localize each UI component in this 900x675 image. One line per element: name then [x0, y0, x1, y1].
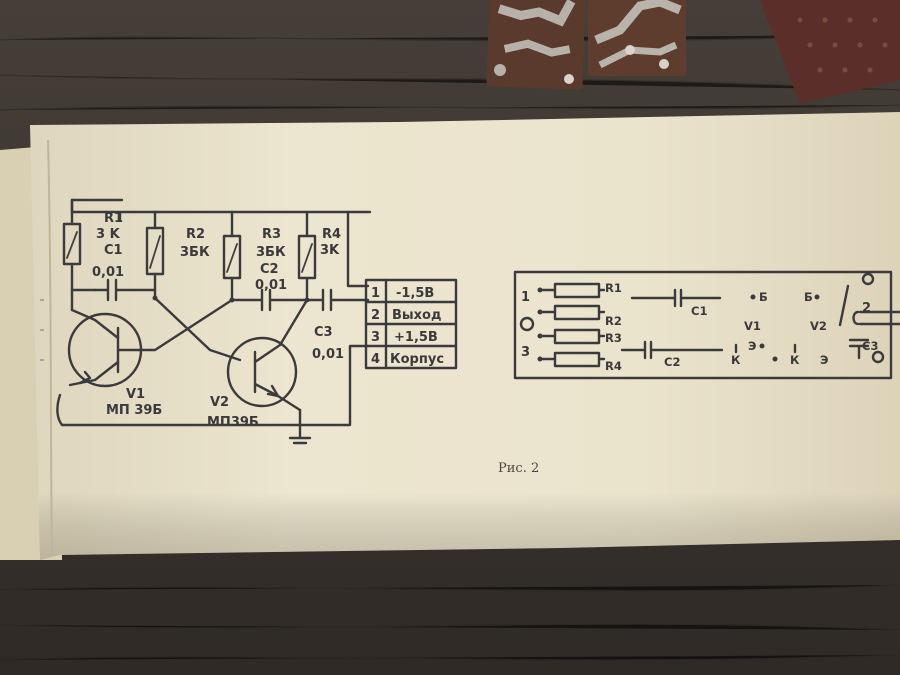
board-r3: R3	[605, 331, 622, 345]
board-pin-2: 2	[862, 301, 871, 316]
board-e1: Э	[748, 339, 756, 353]
r1-value: 3 K	[96, 227, 121, 242]
conn-num-4: 4	[371, 352, 380, 367]
v1-label: V1	[126, 387, 145, 402]
pcb-piece-3	[760, 0, 900, 104]
resistor-r4	[297, 210, 317, 302]
resistor-r2	[145, 210, 165, 300]
capacitor-c1	[70, 278, 157, 312]
wood-grain	[0, 34, 900, 661]
conn-num-3: 3	[371, 330, 380, 345]
capacitor-c3	[305, 288, 370, 312]
paper-sheet	[0, 112, 900, 560]
pcb-piece-2	[588, 0, 686, 76]
capacitor-c2	[230, 288, 309, 312]
board-r4: R4	[605, 359, 622, 373]
r4-value: 3K	[320, 243, 340, 258]
board-layout: 1 2 3 R1 R2 R3 R4 C1 C2 C3 Б Б V1 V2 Э К…	[513, 270, 900, 380]
board-pads	[750, 294, 820, 362]
v2-label: V2	[210, 395, 229, 410]
pcb-piece-1	[486, 0, 586, 90]
figure-caption: Рис. 2	[498, 461, 539, 476]
c2-value: 0,01	[255, 278, 287, 293]
c2-label: C2	[260, 262, 279, 277]
board-pin-3: 3	[521, 345, 530, 360]
conn-name-2: Выход	[392, 308, 441, 323]
r2-value: 3БК	[180, 245, 210, 260]
board-b1: Б	[759, 290, 768, 304]
board-c2: C2	[664, 355, 680, 369]
c3-label: C3	[314, 325, 333, 340]
board-b2: Б	[804, 290, 813, 304]
board-c3: C3	[862, 339, 878, 353]
c1-value: 0,01	[92, 265, 124, 280]
conn-num-2: 2	[371, 308, 380, 323]
r2-label: R2	[186, 227, 205, 242]
board-v2: V2	[810, 319, 827, 333]
conn-name-4: Корпус	[390, 352, 444, 367]
board-k2: К	[790, 353, 800, 367]
conn-num-1: 1	[371, 286, 380, 301]
circuit-schematic: R1 3 K C1 0,01 R2 3БК R3 3БК C2 0,01 R4 …	[56, 198, 458, 445]
resistor-r1	[62, 198, 97, 292]
r1-label: R1	[104, 211, 123, 226]
c3-value: 0,01	[312, 347, 344, 362]
r3-value: 3БК	[256, 245, 286, 260]
v2-type: МП39Б	[207, 415, 259, 430]
r3-label: R3	[262, 227, 281, 242]
board-r2: R2	[605, 314, 622, 328]
connector-table: 1 -1,5B 2 Выход 3 +1,5B 4 Корпус	[364, 278, 458, 370]
board-resistors	[537, 282, 606, 368]
r4-label: R4	[322, 227, 341, 242]
v1-type: МП 39Б	[106, 403, 162, 418]
board-r1: R1	[605, 281, 622, 295]
c1-label: C1	[104, 243, 123, 258]
resistor-r3	[222, 210, 242, 302]
conn-name-1: -1,5B	[396, 286, 434, 301]
transistor-v1	[67, 308, 152, 388]
transistor-v2	[226, 298, 309, 412]
board-c1: C1	[691, 304, 707, 318]
board-v1: V1	[744, 319, 761, 333]
board-k1: К	[731, 353, 741, 367]
conn-name-3: +1,5B	[394, 330, 438, 345]
board-pin-1: 1	[521, 290, 530, 305]
board-e2: Э	[820, 353, 828, 367]
